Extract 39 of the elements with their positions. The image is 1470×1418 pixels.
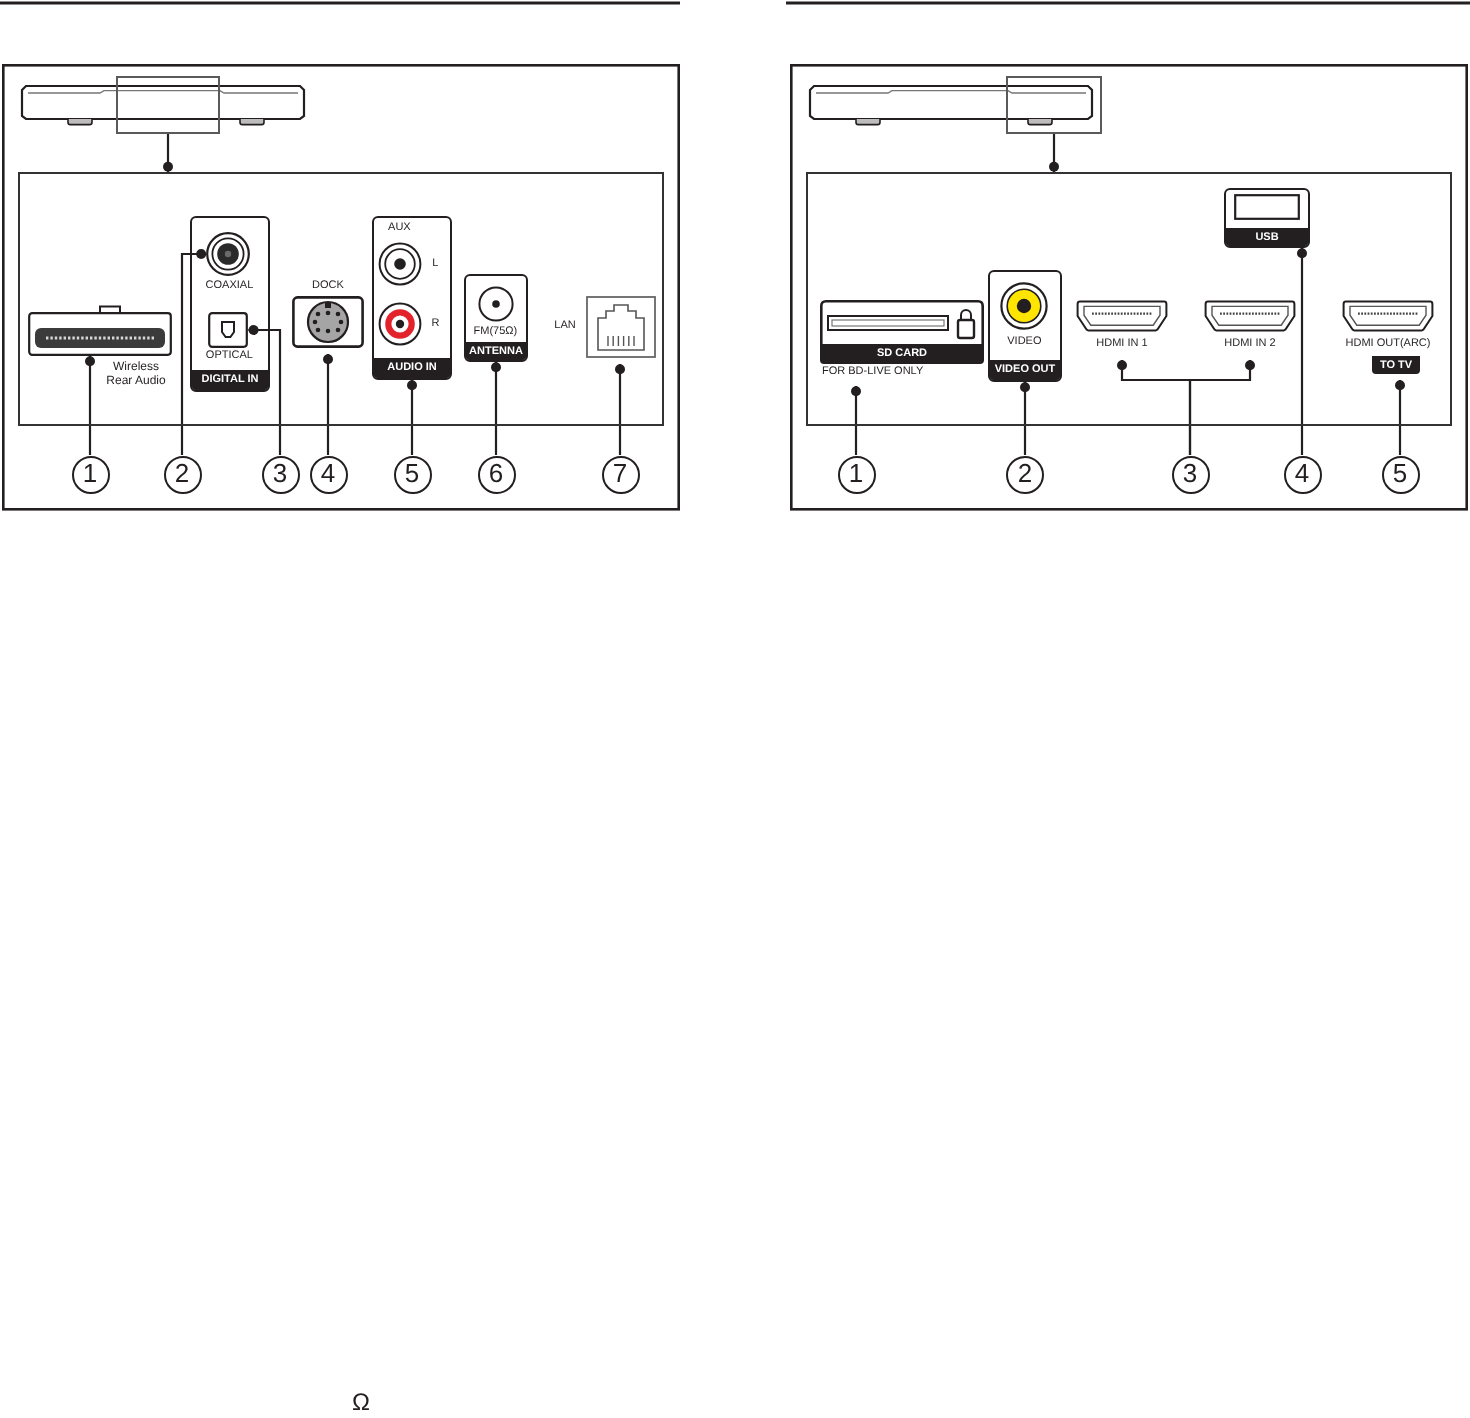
- leader-line: [323, 354, 333, 455]
- callout-number: 4: [1283, 455, 1321, 493]
- leader-line: [1395, 380, 1405, 455]
- symbol-text: Ω: [352, 1388, 372, 1416]
- callout-number: 6: [477, 455, 515, 493]
- usb-port: [1224, 188, 1310, 248]
- leader-line: [615, 364, 625, 455]
- leader-line: [1297, 248, 1307, 455]
- zoom-connector-line: [163, 134, 173, 172]
- audio-input-panel: [372, 216, 452, 380]
- wireless-connector: [28, 304, 172, 356]
- callout-number: 2: [163, 455, 201, 493]
- digital-input-panel: [190, 216, 270, 392]
- leader-line: [491, 362, 501, 455]
- callout-number: 7: [601, 455, 639, 493]
- callout-number: 2: [1006, 455, 1044, 493]
- rear-panel: [18, 172, 664, 426]
- callout-number: 1: [837, 455, 875, 493]
- leader-line: [180, 249, 207, 455]
- leader-line: [851, 386, 861, 455]
- callout-number: 5: [393, 455, 431, 493]
- callout-number: 4: [309, 455, 347, 493]
- leader-line: [1188, 360, 1255, 455]
- callout-number: 1: [71, 455, 109, 493]
- coaxial-jack: [206, 231, 251, 276]
- highlight-frame: [1006, 76, 1102, 134]
- leader-line: [248, 325, 282, 455]
- highlight-frame: [116, 76, 220, 134]
- callout-number: 3: [1171, 455, 1209, 493]
- optical-jack: [208, 311, 249, 348]
- callout-number: 3: [261, 455, 299, 493]
- leader-line: [85, 356, 95, 455]
- antenna-panel: [464, 274, 528, 362]
- rear-panel: [806, 172, 1452, 426]
- leader-line: [1020, 382, 1030, 455]
- zoom-connector-line: [1049, 134, 1059, 172]
- video-output-panel: [988, 270, 1062, 382]
- leader-line: [407, 380, 417, 455]
- callout-number: 5: [1381, 455, 1419, 493]
